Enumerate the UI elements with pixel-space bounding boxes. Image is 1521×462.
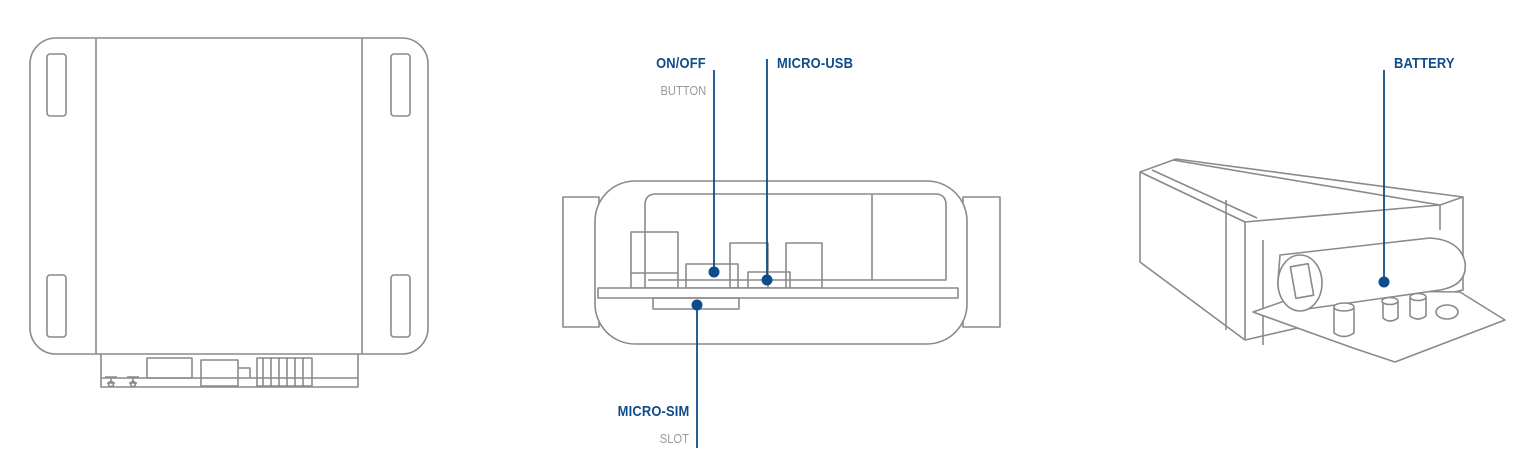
onoff-sublabel: BUTTON	[660, 83, 706, 98]
mount-slot-bottom-left	[46, 274, 67, 338]
battery-marker	[1378, 276, 1390, 288]
microsim-label: MICRO-SIM	[617, 403, 689, 420]
side-housing	[594, 180, 968, 345]
isometric-view	[1139, 70, 1506, 363]
microusb-label: MICRO-USB	[777, 55, 854, 72]
front-housing	[29, 37, 429, 355]
front-view	[29, 37, 429, 388]
onoff-label: ON/OFF	[656, 55, 706, 72]
mount-slot-bottom-right	[390, 274, 411, 338]
microsim-sublabel: SLOT	[659, 431, 689, 446]
side-tab-right	[962, 196, 1001, 328]
mount-slot-top-right	[390, 53, 411, 117]
connector-board	[100, 354, 359, 388]
onoff-marker	[708, 266, 720, 278]
microsim-marker	[691, 299, 703, 311]
microusb-marker	[761, 274, 773, 286]
mount-slot-top-left	[46, 53, 67, 117]
side-view	[562, 59, 1001, 448]
side-tab-left	[562, 196, 600, 328]
pcb-board	[597, 287, 959, 299]
battery-label: BATTERY	[1394, 55, 1455, 72]
